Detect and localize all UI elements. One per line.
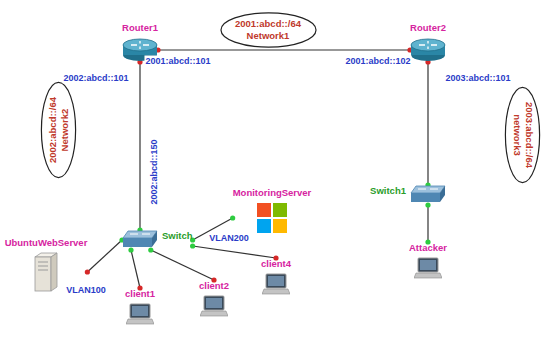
network-label: 2002:abcd::/64 (46, 97, 58, 163)
switch-node: Switch (122, 230, 193, 250)
device-label: MonitoringServer (233, 187, 312, 199)
address-label: 2002:abcd::150 (149, 138, 160, 205)
switch-icon (410, 185, 446, 205)
device-label: Router2 (410, 22, 446, 34)
address-label: VLAN200 (208, 233, 250, 244)
laptop-icon (126, 303, 154, 325)
network-link (87, 240, 122, 272)
laptop-icon (414, 257, 442, 279)
network-label: Network1 (247, 30, 290, 42)
device-label: client4 (261, 258, 291, 270)
windows-icon (256, 202, 288, 234)
laptop-icon (262, 273, 290, 295)
network-link (427, 205, 428, 242)
device-label: Attacker (409, 242, 447, 254)
device-label: UbuntuWebServer (5, 237, 88, 249)
network-label: network3 (510, 114, 522, 156)
server-icon (33, 252, 59, 292)
address-label: VLAN100 (65, 285, 107, 296)
client-laptop: client1 (125, 288, 155, 325)
port-dot (190, 243, 195, 248)
switch-node: Switch1 (370, 185, 446, 205)
network-ellipse: 2001:abcd::/64Network1 (220, 12, 317, 48)
network-link (131, 250, 140, 288)
network-link (193, 246, 276, 258)
client-laptop: client2 (199, 280, 229, 317)
port-dot (148, 247, 153, 252)
network-label: 2001:abcd::/64 (235, 18, 301, 30)
address-label: 2001:abcd::102 (344, 56, 411, 67)
network-link (158, 49, 410, 50)
device-label: Switch1 (370, 185, 406, 197)
client-laptop: client4 (261, 258, 291, 295)
router-node: Router2 (410, 22, 446, 62)
network-link (151, 250, 214, 280)
port-dot (128, 247, 133, 252)
laptop-icon (200, 295, 228, 317)
network-label: 2003:abcd::/64 (522, 102, 534, 168)
address-label: 2001:abcd::101 (144, 56, 211, 67)
network-link (427, 62, 428, 185)
switch-icon (122, 230, 158, 250)
network-ellipse: 2002:abcd::/64Network2 (40, 82, 76, 179)
attacker-laptop: Attacker (409, 242, 447, 279)
device-label: client2 (199, 280, 229, 292)
address-label: 2003:abcd::101 (444, 73, 511, 84)
port-dot (425, 202, 430, 207)
device-label: Router1 (122, 22, 158, 34)
device-label: client1 (125, 288, 155, 300)
router-icon (410, 38, 446, 62)
network-ellipse: 2003:abcd::/64network3 (504, 87, 540, 184)
device-label: Switch (162, 230, 193, 242)
server-node: MonitoringServer (233, 187, 312, 234)
network-link (139, 62, 140, 230)
network-label: Network2 (58, 109, 70, 152)
port-dot (85, 269, 90, 274)
port-dot (230, 215, 235, 220)
address-label: 2002:abcd::101 (62, 73, 129, 84)
